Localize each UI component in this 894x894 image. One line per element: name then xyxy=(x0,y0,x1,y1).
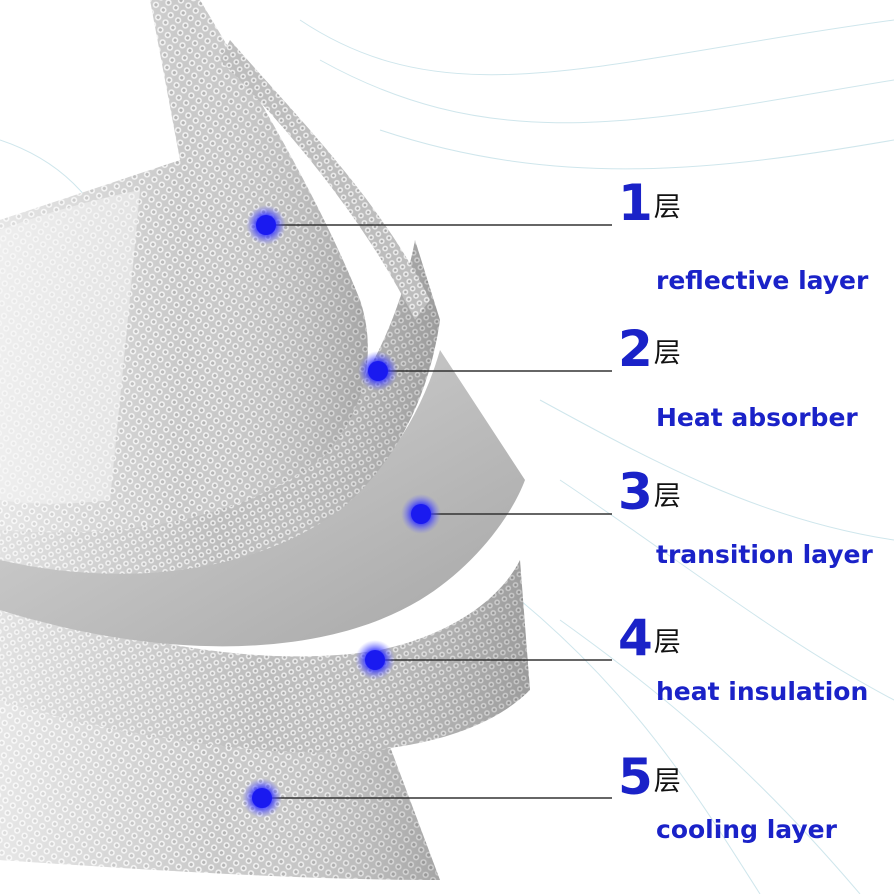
layer-4-suffix: 层 xyxy=(653,627,681,658)
layer-3-label: transition layer xyxy=(656,540,873,569)
background-swirl-lines xyxy=(0,19,894,894)
layer-3-suffix: 层 xyxy=(653,481,681,512)
layer-1-suffix: 层 xyxy=(653,192,681,223)
layer-4-number: 4层 xyxy=(618,609,681,667)
layer-5-number: 5层 xyxy=(618,748,681,806)
layer-2-number: 2层 xyxy=(618,320,681,378)
layer-5-label: cooling layer xyxy=(656,815,837,844)
layer-3-number: 3层 xyxy=(618,463,681,521)
layer-1-label: reflective layer xyxy=(656,266,869,295)
layer-markers xyxy=(242,205,441,818)
layer-2-label: Heat absorber xyxy=(656,403,858,432)
leader-lines xyxy=(262,224,612,799)
layer-5-suffix: 层 xyxy=(653,766,681,797)
layer-4-label: heat insulation xyxy=(656,677,869,706)
layer-1-number: 1层 xyxy=(618,174,681,232)
layer-2-suffix: 层 xyxy=(653,338,681,369)
